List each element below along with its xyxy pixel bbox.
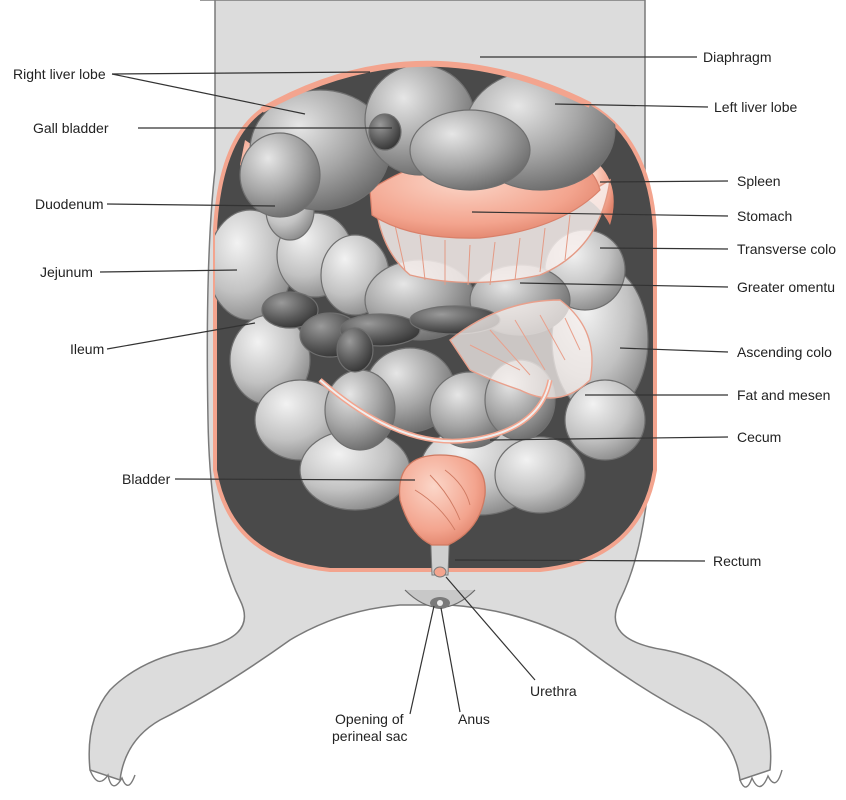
label-bladder: Bladder [122, 471, 171, 487]
label-left-liver-lobe: Left liver lobe [714, 99, 797, 115]
label-gall-bladder: Gall bladder [33, 120, 109, 136]
label-jejunum: Jejunum [40, 264, 93, 280]
label-stomach: Stomach [737, 208, 792, 224]
label-spleen: Spleen [737, 173, 781, 189]
label-duodenum: Duodenum [35, 196, 104, 212]
label-right-liver-lobe: Right liver lobe [13, 66, 106, 82]
label-ascending-colon: Ascending colo [737, 344, 832, 360]
gall-bladder-shape [369, 114, 401, 150]
label-perineal-sac: perineal sac [332, 728, 408, 744]
label-transverse-colon: Transverse colo [737, 241, 836, 257]
label-greater-omentum: Greater omentu [737, 279, 835, 295]
label-cecum: Cecum [737, 429, 781, 445]
label-diaphragm: Diaphragm [703, 49, 771, 65]
label-opening-of: Opening of [335, 711, 404, 727]
label-fat-and-mesentery: Fat and mesen [737, 387, 830, 403]
label-urethra: Urethra [530, 683, 577, 699]
organs [208, 65, 648, 515]
label-rectum: Rectum [713, 553, 761, 569]
label-anus: Anus [458, 711, 490, 727]
label-ileum: Ileum [70, 341, 104, 357]
